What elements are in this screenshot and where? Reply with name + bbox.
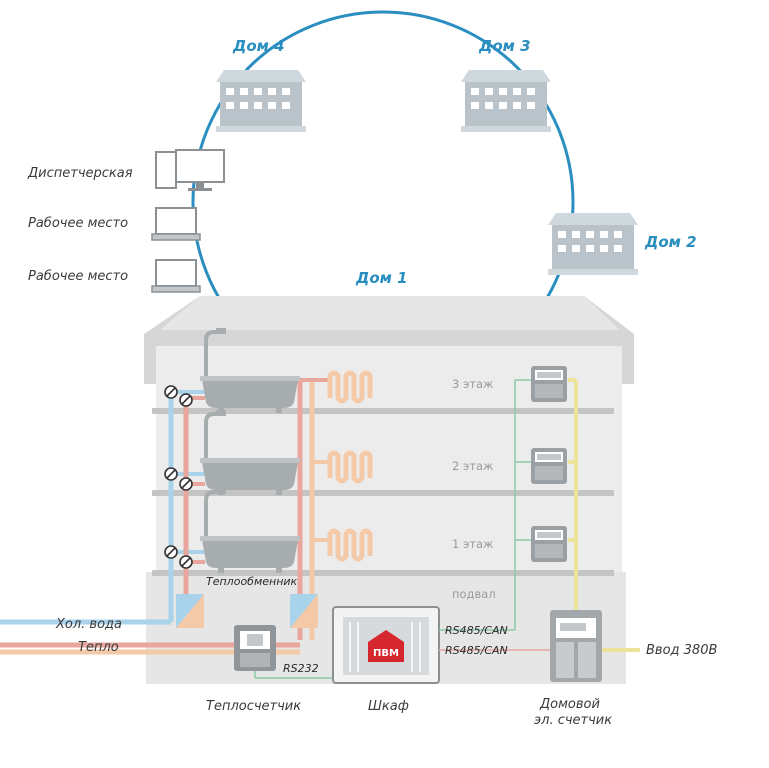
floor-1-label: 1 этаж bbox=[452, 537, 493, 551]
cold-water-label: Хол. вода bbox=[55, 617, 122, 632]
house-3[interactable] bbox=[461, 70, 551, 132]
heat-meter[interactable] bbox=[234, 625, 276, 671]
heat-exchanger-right[interactable] bbox=[290, 594, 318, 628]
house-1-label: Дом 1 bbox=[355, 269, 408, 287]
laptop-icon[interactable] bbox=[151, 259, 201, 293]
house-4-label: Дом 4 bbox=[232, 37, 285, 55]
rs485-label: RS485/CAN bbox=[445, 644, 508, 657]
house-electric-meter[interactable] bbox=[550, 610, 602, 682]
floor-slab bbox=[152, 490, 614, 496]
apartment-meter-icon[interactable] bbox=[531, 448, 567, 484]
dispatch-label: Диспетчерская bbox=[27, 166, 133, 181]
house-2-label: Дом 2 bbox=[644, 233, 697, 251]
building-icon bbox=[548, 213, 638, 275]
floor-2-label: 2 этаж bbox=[452, 459, 493, 473]
heat-exchanger-label: Теплообменник bbox=[206, 575, 298, 588]
logo-icon: ПВМ bbox=[368, 630, 404, 662]
valve-icon[interactable] bbox=[179, 477, 193, 491]
apartment-meter-icon[interactable] bbox=[531, 366, 567, 402]
valve-icon[interactable] bbox=[164, 467, 178, 481]
heat-exchanger-left[interactable] bbox=[176, 594, 204, 628]
monitor-icon bbox=[175, 149, 225, 192]
power-lines bbox=[568, 378, 640, 652]
valve-icon[interactable] bbox=[164, 545, 178, 559]
heat-label: Тепло bbox=[78, 640, 119, 655]
house-2[interactable] bbox=[548, 213, 638, 275]
power-input-label: Ввод 380В bbox=[646, 643, 717, 658]
rs232-label: RS232 bbox=[283, 662, 319, 675]
floor-3-label: 3 этаж bbox=[452, 377, 493, 391]
pc-tower-icon bbox=[155, 151, 177, 189]
basement-label: подвал bbox=[452, 587, 496, 601]
roof-top bbox=[160, 296, 620, 330]
workplace-label: Рабочее место bbox=[28, 216, 128, 231]
laptop-icon[interactable] bbox=[151, 207, 201, 241]
workplace-label: Рабочее место bbox=[28, 269, 128, 284]
house-meter-label-line2: эл. счетчик bbox=[534, 713, 612, 728]
cabinet-label: Шкаф bbox=[368, 699, 409, 714]
rs485-label: RS485/CAN bbox=[445, 624, 508, 637]
signal-lines bbox=[439, 379, 552, 651]
floor-slab bbox=[152, 408, 614, 414]
house-3-label: Дом 3 bbox=[478, 37, 531, 55]
house-4[interactable] bbox=[216, 70, 306, 132]
control-cabinet[interactable]: ПВМ bbox=[332, 606, 440, 684]
building-icon bbox=[216, 70, 306, 132]
apartment-meter-icon[interactable] bbox=[531, 526, 567, 562]
house-meter-label-line1: Домовой bbox=[539, 697, 600, 712]
building-icon bbox=[461, 70, 551, 132]
valve-icon[interactable] bbox=[179, 393, 193, 407]
dispatch-workstation[interactable] bbox=[155, 149, 225, 192]
floor-slab bbox=[152, 570, 614, 576]
heat-meter-label: Теплосчетчик bbox=[206, 699, 301, 714]
svg-text:ПВМ: ПВМ bbox=[373, 648, 399, 659]
valve-icon[interactable] bbox=[164, 385, 178, 399]
valve-icon[interactable] bbox=[179, 555, 193, 569]
